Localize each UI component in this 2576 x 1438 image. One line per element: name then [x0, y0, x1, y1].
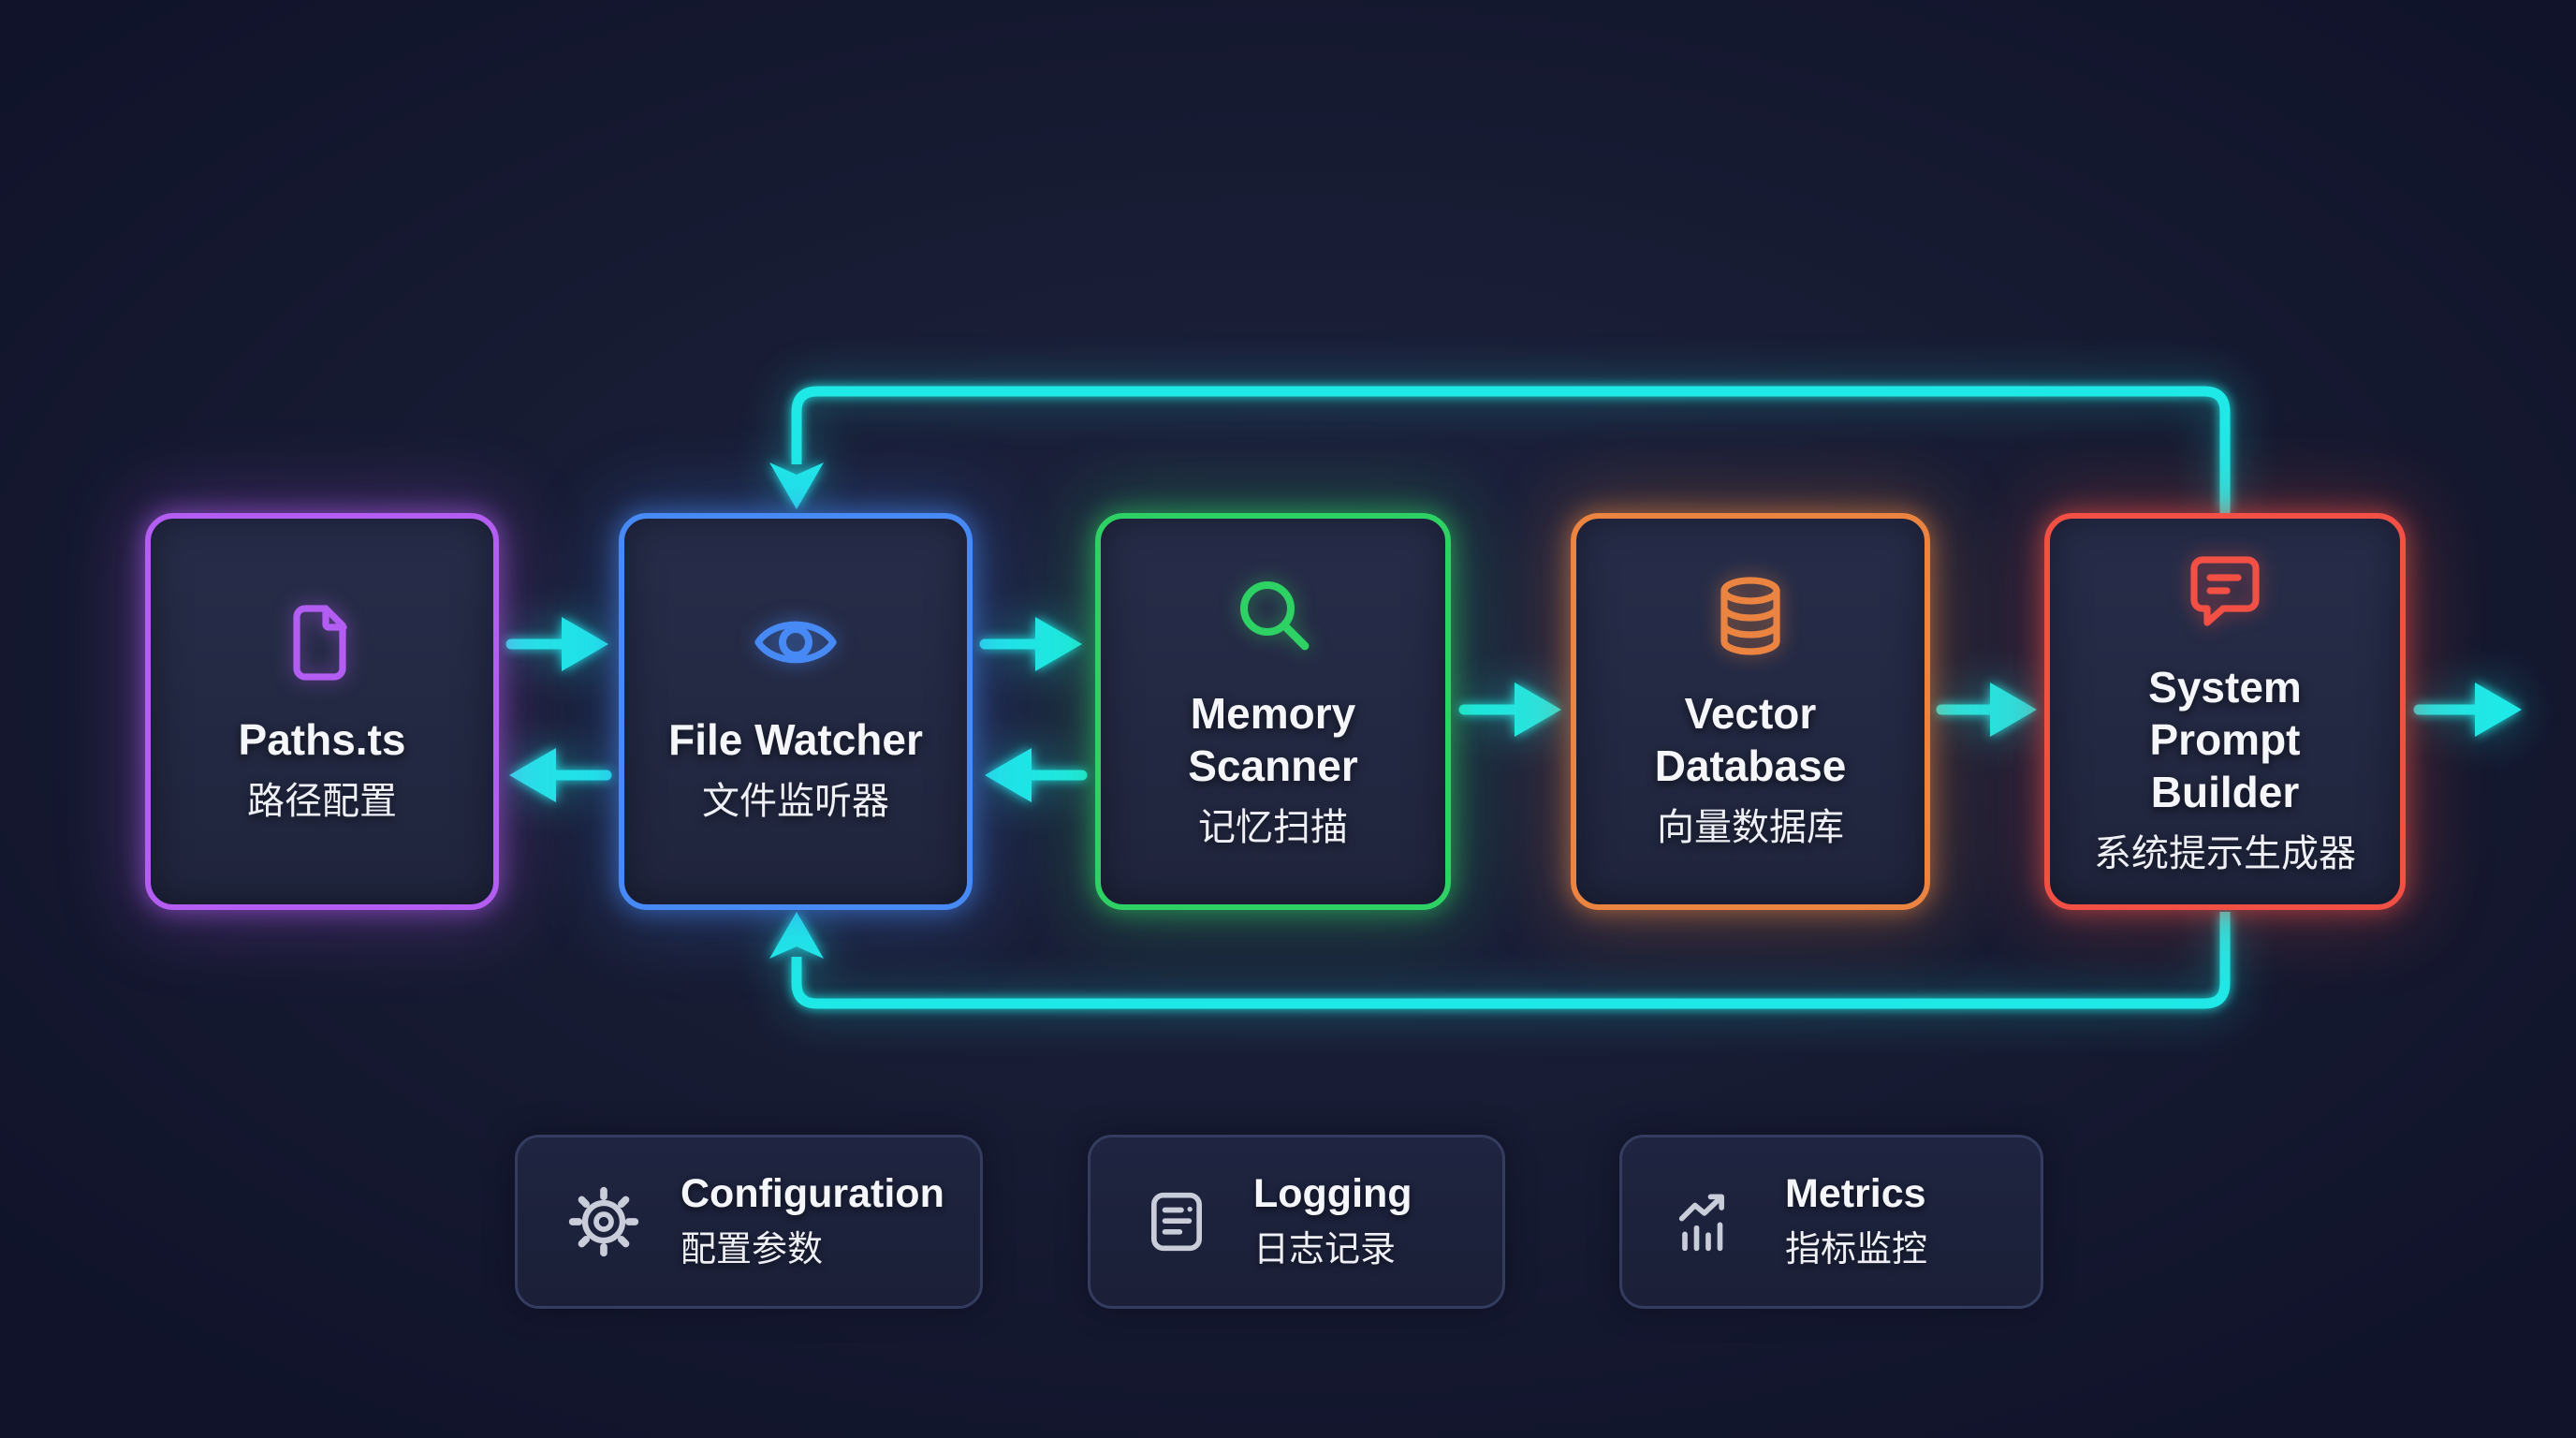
arrow-promptbuilder-output [2413, 682, 2522, 737]
node-memory-scanner: Memory Scanner 记忆扫描 [1095, 513, 1451, 910]
legend-subtitle: 日志记录 [1253, 1230, 1397, 1270]
node-subtitle: 记忆扫描 [1198, 807, 1348, 849]
chart-icon [1671, 1184, 1746, 1259]
legend-title: Configuration [681, 1171, 944, 1217]
legend-metrics: Metrics 指标监控 [1619, 1135, 2043, 1309]
eye-icon [751, 597, 841, 687]
node-title: Paths.ts [238, 714, 406, 764]
chat-icon [2180, 545, 2270, 635]
legend-logging: Logging 日志记录 [1088, 1135, 1505, 1309]
node-paths: Paths.ts 路径配置 [145, 513, 499, 910]
arrow-paths-to-filewatcher [505, 617, 608, 671]
legend-title: Logging [1253, 1171, 1412, 1217]
node-title: System Prompt Builder [2148, 662, 2302, 817]
legend-title: Metrics [1785, 1171, 1926, 1217]
node-file-watcher: File Watcher 文件监听器 [619, 513, 973, 910]
legend-configuration: Configuration 配置参数 [515, 1135, 983, 1309]
node-subtitle: 向量数据库 [1657, 807, 1844, 849]
arrow-memoryscanner-to-vectordb [1458, 682, 1561, 737]
node-title: File Watcher [668, 714, 923, 764]
database-icon [1705, 571, 1795, 661]
top-feedback-arrow [769, 386, 2231, 513]
node-title: Memory Scanner [1188, 688, 1358, 790]
arrow-filewatcher-to-memoryscanner [979, 617, 1082, 671]
node-title: Vector Database [1654, 688, 1847, 790]
bottom-feedback-arrow [769, 912, 2231, 1009]
node-subtitle: 文件监听器 [702, 781, 889, 823]
node-system-prompt-builder: System Prompt Builder 系统提示生成器 [2044, 513, 2406, 910]
arrow-memoryscanner-to-filewatcher [985, 748, 1088, 802]
node-vector-database: Vector Database 向量数据库 [1571, 513, 1930, 910]
file-icon [277, 597, 367, 687]
gear-icon [566, 1184, 641, 1259]
node-subtitle: 系统提示生成器 [2094, 833, 2356, 875]
legend-subtitle: 配置参数 [681, 1230, 824, 1270]
arrow-vectordb-to-promptbuilder [1936, 682, 2037, 737]
log-icon [1139, 1184, 1214, 1259]
legend-subtitle: 指标监控 [1785, 1230, 1928, 1270]
search-icon [1228, 571, 1318, 661]
arrow-filewatcher-to-paths [509, 748, 612, 802]
node-subtitle: 路径配置 [247, 781, 397, 823]
